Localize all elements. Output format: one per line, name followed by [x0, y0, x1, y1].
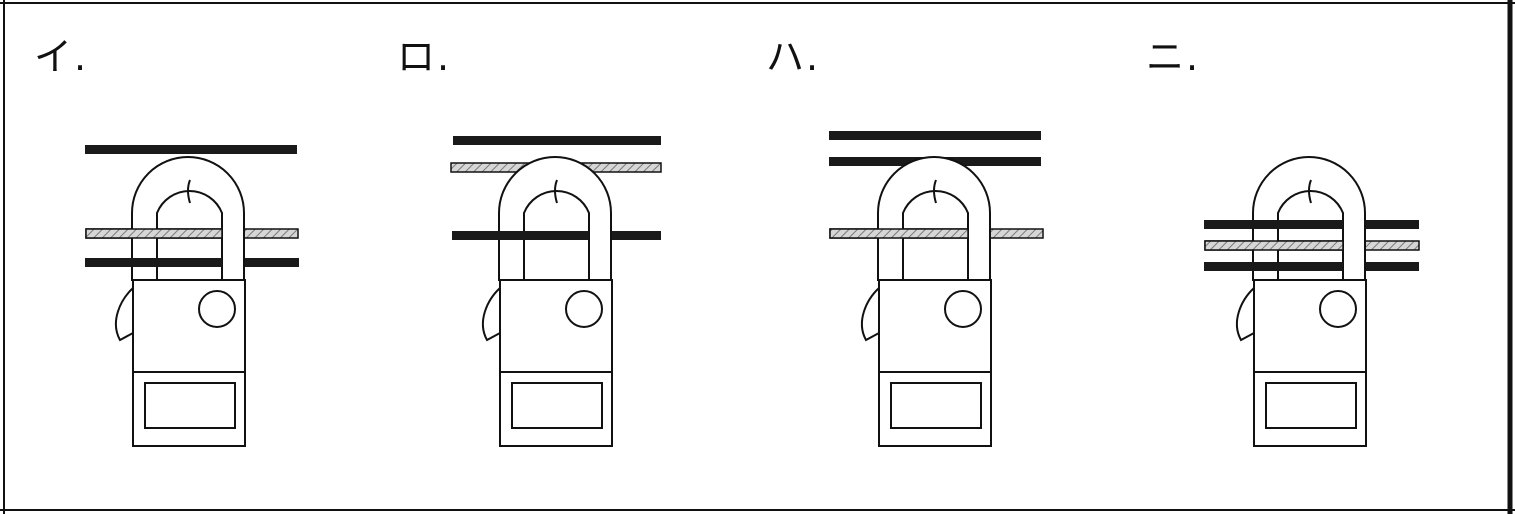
wire-bottom-inside — [85, 258, 222, 267]
wire-top — [829, 131, 1041, 140]
option-label-ro: ロ. — [397, 35, 452, 79]
option-label-i: イ. — [34, 35, 89, 79]
wire-hatched-inside — [829, 228, 969, 239]
wire-bottom-inside — [1204, 262, 1343, 271]
clamp-meter — [1235, 156, 1367, 447]
clamp-meter — [481, 156, 613, 447]
panel-ro — [450, 136, 662, 447]
wire-top — [453, 136, 661, 145]
panel-ni — [1204, 156, 1420, 447]
clamp-meter — [860, 156, 992, 447]
wire-hatched-inside — [1204, 240, 1344, 251]
panel-i — [85, 145, 299, 447]
wire-top-inside — [1204, 220, 1343, 229]
clamp-meter — [114, 156, 246, 447]
wire-bottom-inside — [452, 231, 589, 240]
wire-top — [85, 145, 297, 154]
option-label-ni: ニ. — [1146, 35, 1201, 79]
option-label-ha: ハ. — [766, 35, 821, 79]
wire-hatched-inside — [85, 228, 223, 239]
panel-ha — [829, 131, 1044, 447]
